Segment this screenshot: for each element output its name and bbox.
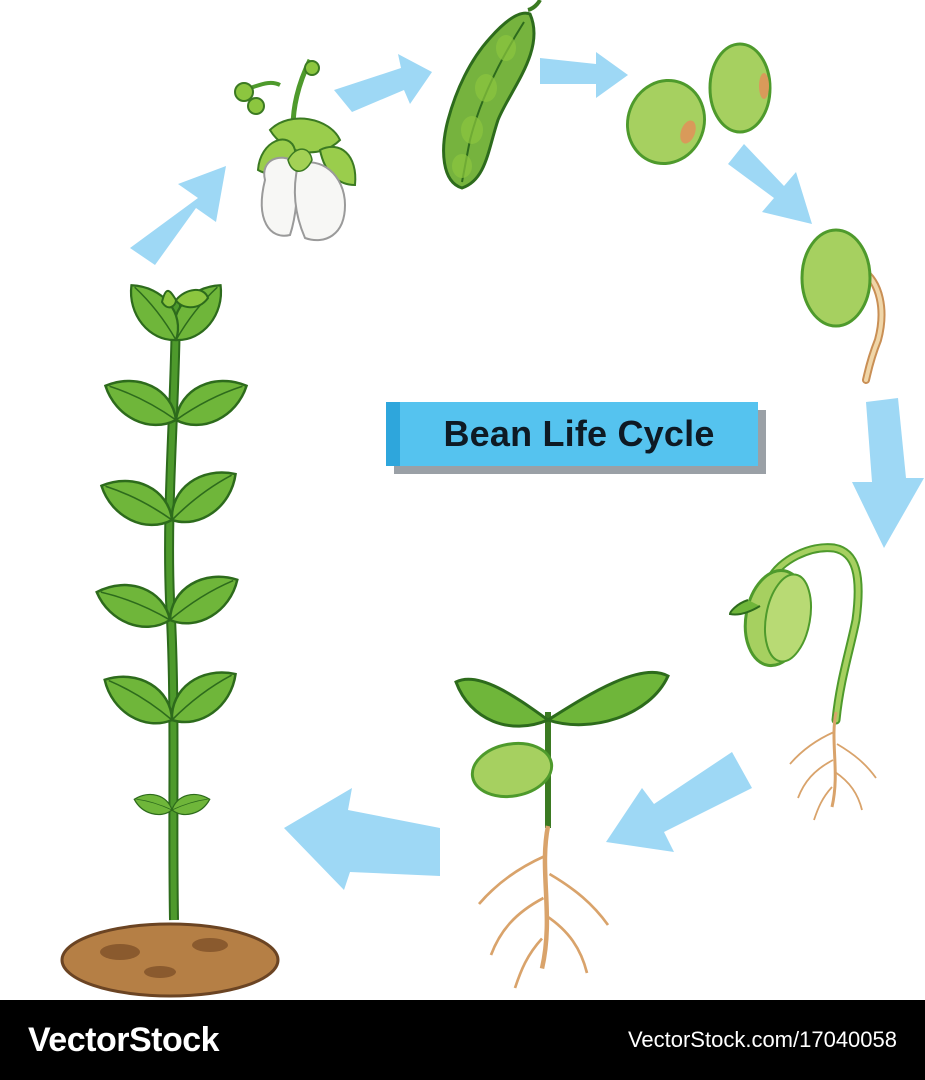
germinating-seed-icon [800,228,886,384]
seedling-icon [454,670,670,988]
watermark-footer: VectorStock VectorStock.com/17040058 [0,1000,925,1080]
arrow-seeds-to-germination [728,144,812,224]
flower-icon [234,58,357,242]
arrow-germination-to-sprout [852,398,924,548]
mature-plant-icon [60,274,280,998]
brand-logo: VectorStock [28,1020,220,1059]
arrow-plant-to-flower [130,166,226,265]
arrow-sprout-to-seedling [606,752,752,852]
arrow-seedling-to-plant [284,788,440,890]
bean-seeds-icon [626,42,772,166]
title-box: Bean Life Cycle [386,402,758,466]
sprout-icon [728,543,878,822]
life-cycle-illustration [60,0,924,998]
bean-pod-icon [442,0,542,190]
image-credit: VectorStock.com/17040058 [627,1027,897,1052]
arrow-pod-to-seeds [540,52,628,98]
diagram-title: Bean Life Cycle [443,413,715,454]
cycle-arrows [130,52,924,890]
title-banner: Bean Life Cycle [386,402,766,474]
arrow-flower-to-pod [334,54,432,112]
